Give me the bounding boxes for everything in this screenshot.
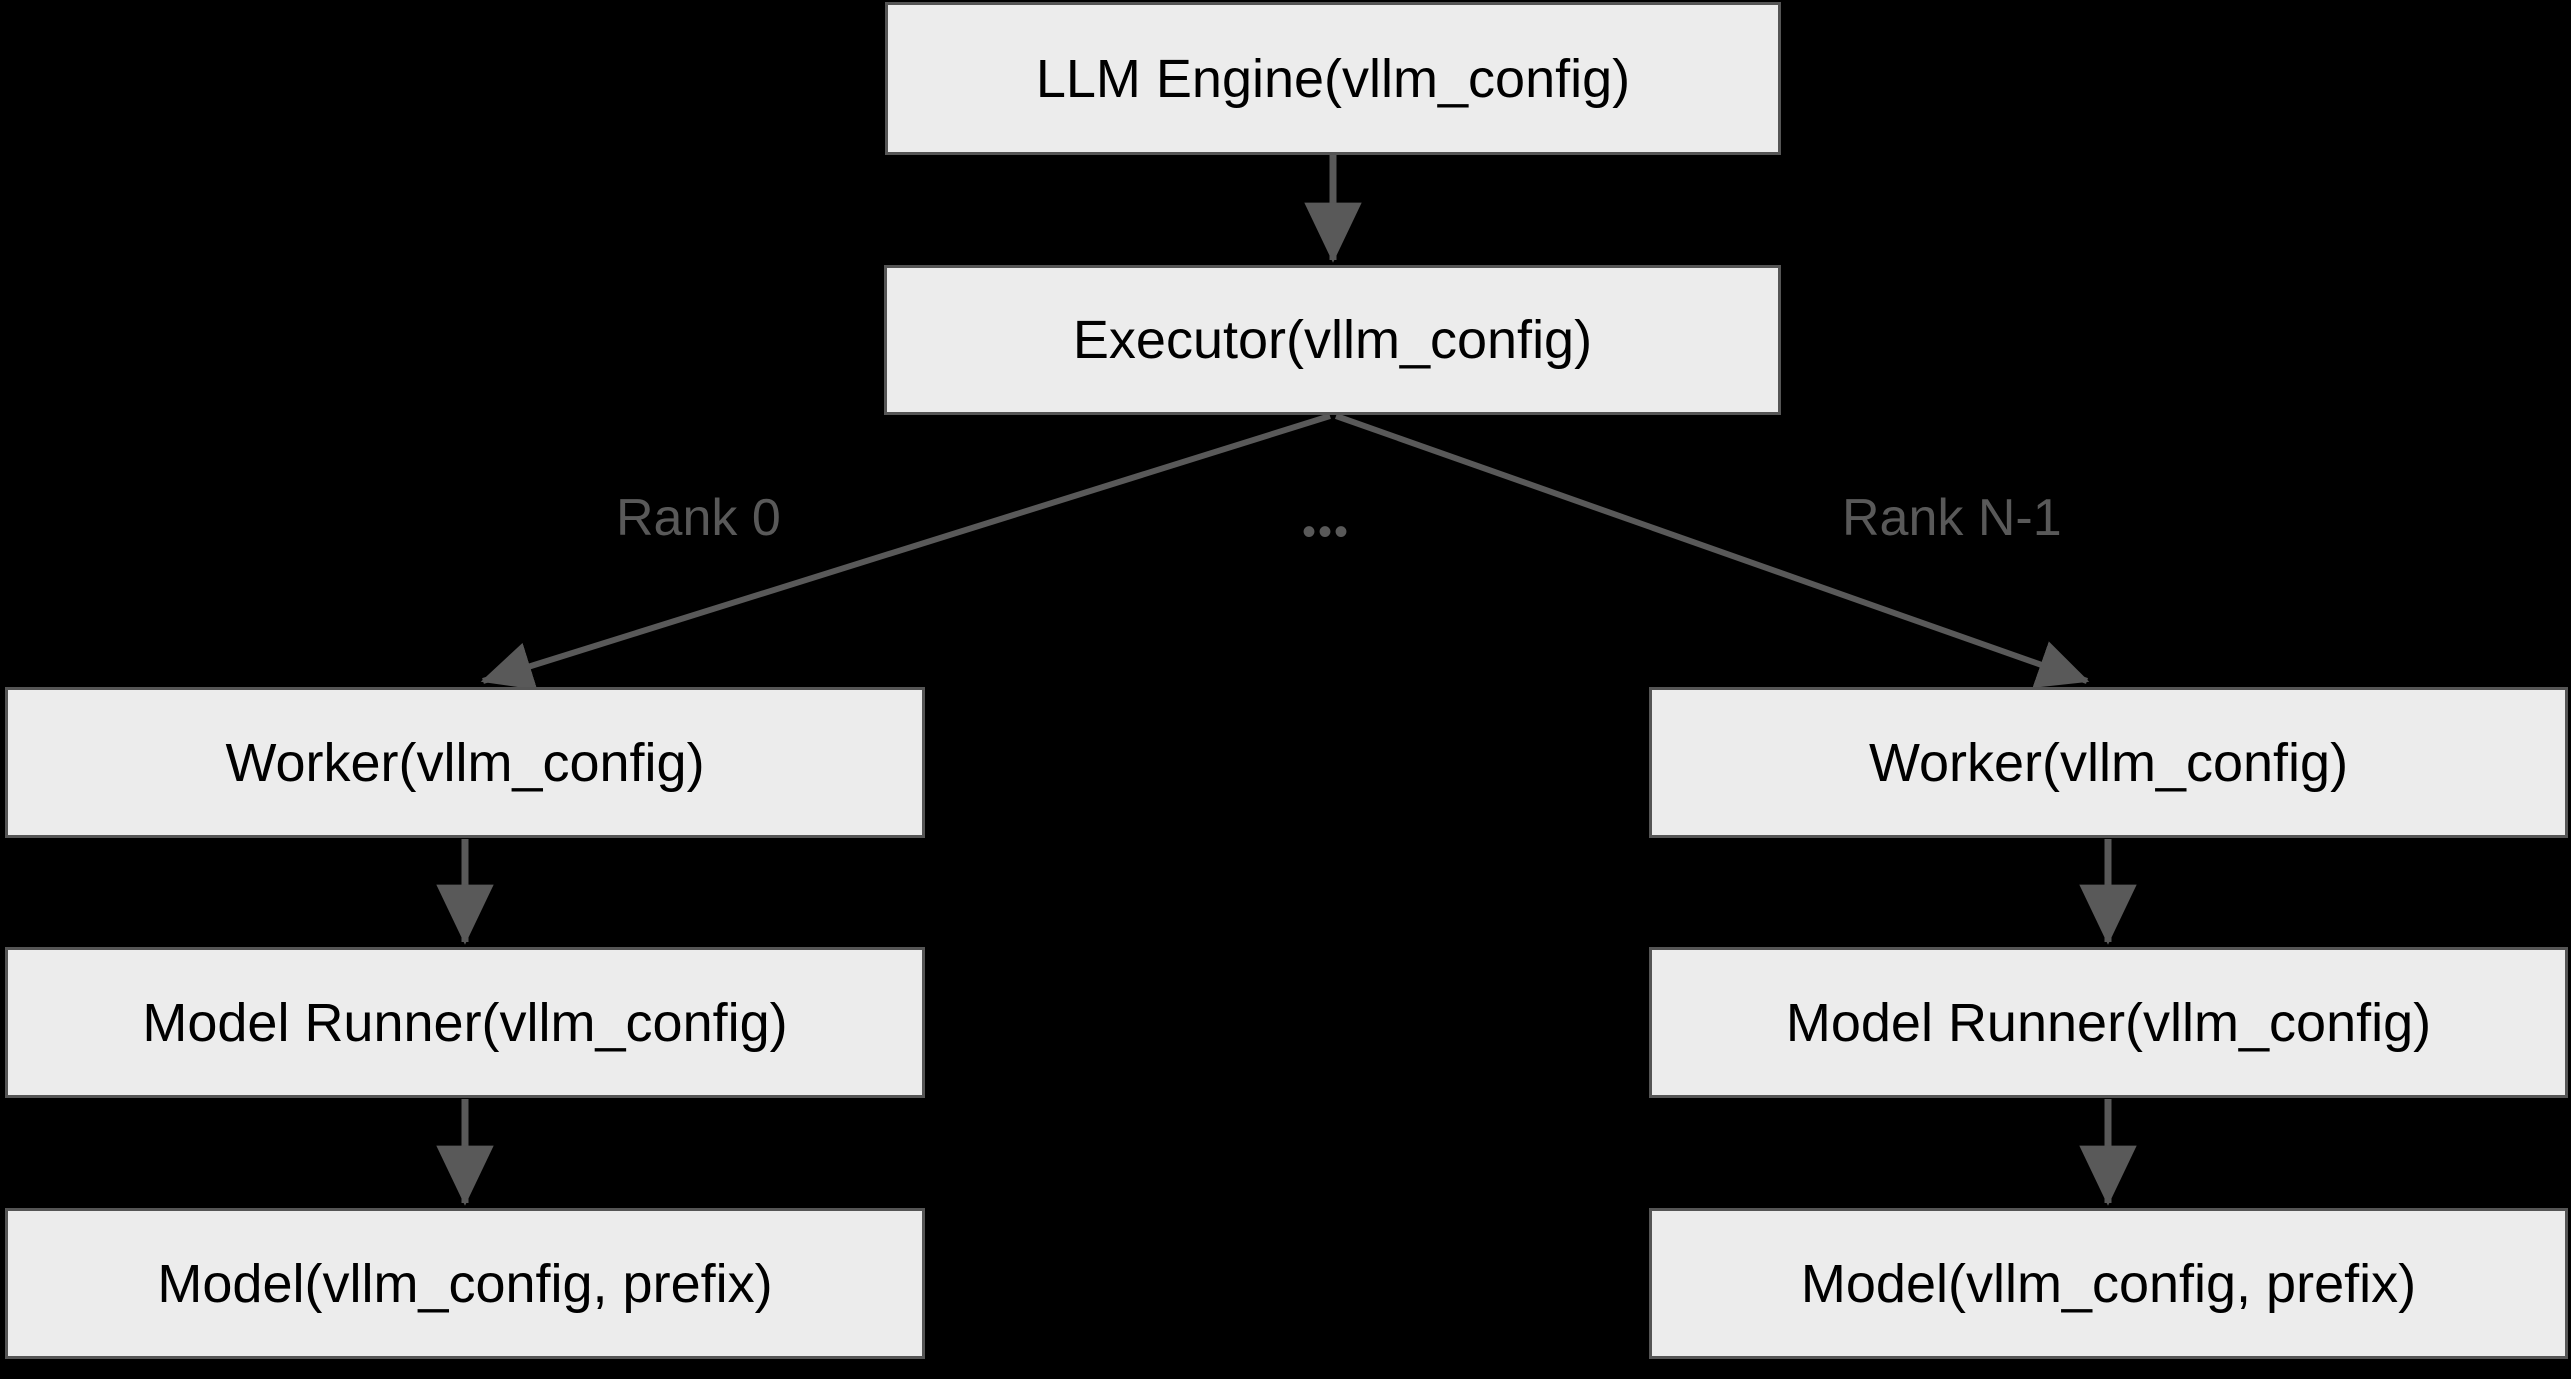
node-model-rankn-label: Model(vllm_config, prefix) (1800, 1253, 2417, 1314)
node-model-runner-rankn[interactable]: Model Runner(vllm_config) (1649, 947, 2568, 1098)
node-worker-rank0[interactable]: Worker(vllm_config) (5, 687, 925, 838)
node-executor[interactable]: Executor(vllm_config) (884, 265, 1781, 415)
edge-executor-to-worker-rank0 (480, 413, 1331, 690)
edge-label-ellipsis: ••• (1302, 510, 1351, 554)
node-worker-rankn[interactable]: Worker(vllm_config) (1649, 687, 2568, 838)
node-llm-engine-label: LLM Engine(vllm_config) (1035, 48, 1631, 109)
node-model-runner-rank0-label: Model Runner(vllm_config) (142, 992, 788, 1053)
node-model-runner-rankn-label: Model Runner(vllm_config) (1785, 992, 2432, 1053)
node-worker-rankn-label: Worker(vllm_config) (1868, 732, 2349, 793)
edge-label-rank-0: Rank 0 (616, 489, 781, 547)
node-worker-rank0-label: Worker(vllm_config) (225, 732, 705, 793)
edge-label-rank-n-minus-1: Rank N-1 (1842, 489, 2062, 547)
node-model-rank0-label: Model(vllm_config, prefix) (157, 1253, 773, 1314)
node-model-rank0[interactable]: Model(vllm_config, prefix) (5, 1208, 925, 1359)
node-model-rankn[interactable]: Model(vllm_config, prefix) (1649, 1208, 2568, 1359)
node-model-runner-rank0[interactable]: Model Runner(vllm_config) (5, 947, 925, 1098)
edge-executor-to-worker-rankn (1335, 413, 2090, 688)
node-executor-label: Executor(vllm_config) (1072, 310, 1593, 370)
node-llm-engine[interactable]: LLM Engine(vllm_config) (885, 2, 1781, 155)
